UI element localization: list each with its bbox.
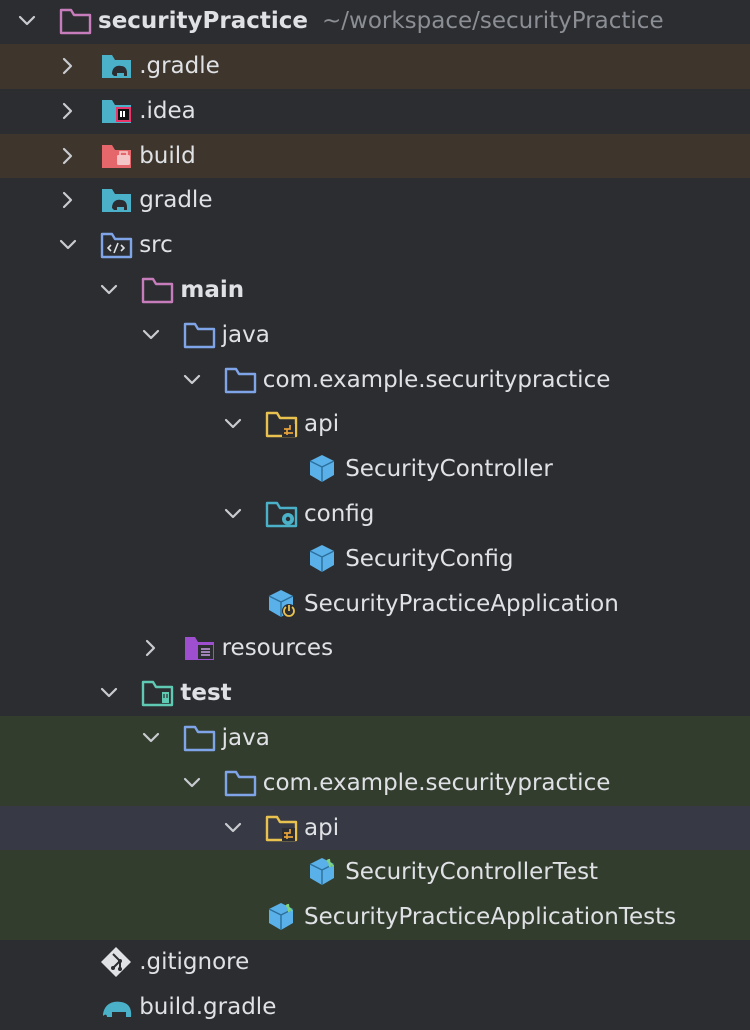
chevron-down-icon[interactable]: [18, 12, 36, 30]
api-folder-icon: [264, 811, 300, 845]
tree-item-label: .gitignore: [139, 949, 250, 975]
tree-item-label: com.example.securitypractice: [262, 769, 611, 796]
module-folder-icon: [58, 4, 94, 38]
resources-folder-icon: [182, 631, 218, 665]
chevron-right-icon[interactable]: [142, 639, 160, 657]
tree-row[interactable]: SecurityController: [0, 447, 750, 492]
tree-item-label: main: [180, 277, 245, 303]
chevron-down-icon[interactable]: [142, 729, 160, 747]
tree-item-label: gradle: [139, 187, 213, 214]
tree-row[interactable]: SecurityPracticeApplicationTests: [0, 895, 750, 940]
git-icon: [99, 945, 135, 979]
idea-folder-icon: [99, 94, 135, 128]
chevron-down-icon[interactable]: [142, 326, 160, 344]
tree-row[interactable]: java: [0, 313, 750, 358]
java-test-class-icon: [305, 855, 341, 889]
chevron-down-icon[interactable]: [224, 415, 242, 433]
tree-row[interactable]: securityPractice ~/workspace/securityPrac…: [0, 0, 750, 44]
chevron-right-icon[interactable]: [59, 102, 77, 120]
tree-row[interactable]: .gradle: [0, 44, 750, 89]
tree-item-label: com.example.securitypractice: [262, 366, 611, 393]
test-folder-icon: [140, 676, 176, 710]
tree-item-label: resources: [221, 635, 334, 662]
tree-row[interactable]: config: [0, 492, 750, 537]
folder-icon: [182, 318, 218, 352]
folder-icon: [182, 721, 218, 755]
tree-item-label: securityPractice: [98, 8, 308, 35]
tree-item-label: java: [221, 725, 270, 751]
tree-row[interactable]: SecurityPracticeApplication: [0, 582, 750, 627]
tree-row[interactable]: src: [0, 223, 750, 268]
gradle-folder-icon: [99, 49, 135, 83]
chevron-down-icon[interactable]: [100, 281, 118, 299]
tree-row[interactable]: java: [0, 716, 750, 761]
api-folder-icon: [264, 407, 300, 441]
tree-item-label: SecurityControllerTest: [345, 859, 599, 886]
config-folder-icon: [264, 497, 300, 531]
java-class-icon: [305, 452, 341, 486]
tree-row[interactable]: com.example.securitypractice: [0, 358, 750, 403]
chevron-right-icon[interactable]: [59, 57, 77, 75]
module-folder-icon: [140, 273, 176, 307]
tree-row[interactable]: main: [0, 268, 750, 313]
chevron-down-icon[interactable]: [224, 819, 242, 837]
tree-item-label: java: [221, 321, 270, 348]
tree-item-label: .gradle: [139, 53, 220, 79]
package-folder-icon: [223, 766, 259, 800]
chevron-down-icon[interactable]: [100, 684, 118, 702]
tree-item-label: api: [304, 814, 340, 841]
tree-item-label: src: [139, 232, 173, 259]
tree-row[interactable]: SecurityConfig: [0, 537, 750, 582]
tree-item-label: SecurityPracticeApplicationTests: [304, 904, 677, 931]
project-path: ~/workspace/securityPractice: [322, 8, 664, 35]
tree-item-label: config: [304, 501, 375, 527]
chevron-right-icon[interactable]: [59, 191, 77, 209]
gradle-elephant-icon: [99, 990, 135, 1024]
tree-row[interactable]: resources: [0, 626, 750, 671]
tree-item-label: SecurityController: [345, 456, 553, 483]
tree-item-label: SecurityPracticeApplication: [304, 590, 619, 617]
source-folder-icon: [99, 228, 135, 262]
tree-item-label: api: [304, 411, 340, 438]
build-folder-icon: [99, 139, 135, 173]
chevron-down-icon[interactable]: [59, 236, 77, 254]
spring-app-class-icon: [264, 587, 300, 621]
chevron-down-icon[interactable]: [183, 774, 201, 792]
tree-row[interactable]: api: [0, 805, 750, 851]
tree-row[interactable]: test: [0, 671, 750, 716]
tree-row[interactable]: api: [0, 402, 750, 447]
tree-row[interactable]: build: [0, 133, 750, 179]
tree-item-label: build: [139, 142, 196, 169]
tree-item-label: .idea: [139, 97, 196, 124]
tree-row[interactable]: com.example.securitypractice: [0, 760, 750, 806]
tree-row[interactable]: build.gradle: [0, 985, 750, 1030]
tree-row[interactable]: .idea: [0, 89, 750, 134]
chevron-down-icon[interactable]: [224, 505, 242, 523]
chevron-right-icon[interactable]: [59, 147, 77, 165]
package-folder-icon: [223, 363, 259, 397]
chevron-down-icon[interactable]: [183, 371, 201, 389]
java-class-icon: [305, 542, 341, 576]
tree-item-label: test: [180, 680, 232, 707]
tree-row[interactable]: gradle: [0, 178, 750, 223]
java-test-class-icon: [264, 900, 300, 934]
tree-item-label: build.gradle: [139, 993, 277, 1020]
tree-item-label: SecurityConfig: [345, 545, 514, 572]
tree-row[interactable]: SecurityControllerTest: [0, 850, 750, 896]
gradle-folder-icon: [99, 183, 135, 217]
tree-row[interactable]: .gitignore: [0, 940, 750, 985]
